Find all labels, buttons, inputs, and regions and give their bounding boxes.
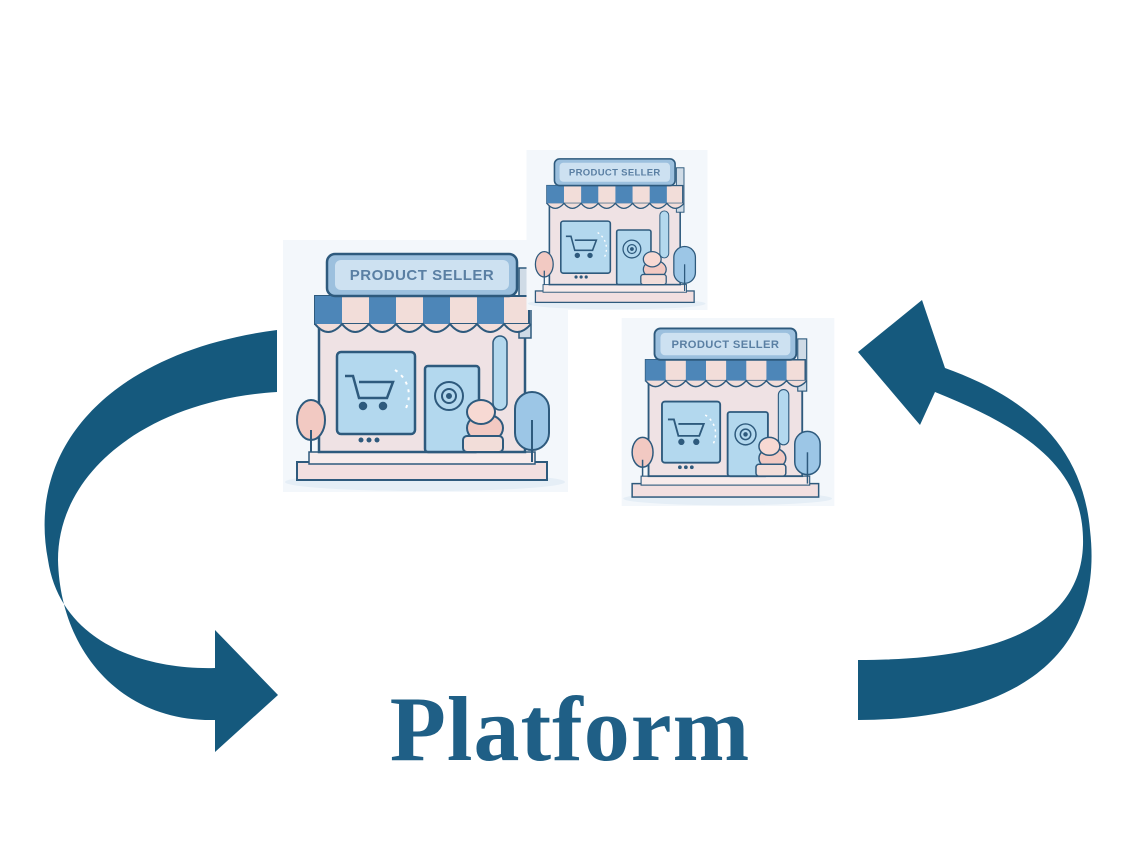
awning: [644, 359, 808, 388]
store-sign-text: PRODUCT SELLER: [350, 267, 495, 284]
product-seller-sign: PRODUCT SELLER: [325, 252, 519, 298]
shopping-cart-icon: [345, 374, 395, 411]
storefront-icon: PRODUCT SELLER: [283, 240, 568, 492]
planter: [631, 430, 821, 484]
awning: [314, 295, 532, 333]
right-curved-arrow: [858, 300, 1092, 720]
storefront-icon: PRODUCT SELLER: [526, 150, 708, 310]
left-curved-arrow: [44, 330, 278, 752]
shopping-cart-icon: [667, 418, 706, 446]
circular-arrow-icon: [734, 423, 757, 446]
platform-label: Platform: [389, 678, 751, 780]
circular-arrow-icon: [622, 239, 642, 259]
store-large: PRODUCT SELLER: [283, 240, 568, 492]
store-small-right: PRODUCT SELLER: [618, 318, 838, 506]
product-seller-sign: PRODUCT SELLER: [553, 158, 676, 187]
shop-window: [335, 350, 417, 436]
shopping-cart-icon: [565, 235, 598, 259]
shop-window: [560, 220, 612, 274]
store-small-top: PRODUCT SELLER: [522, 150, 712, 310]
circular-arrow-icon: [434, 381, 464, 411]
store-sign-text: PRODUCT SELLER: [671, 339, 779, 351]
storefront-icon: PRODUCT SELLER: [621, 318, 835, 506]
product-seller-sign: PRODUCT SELLER: [653, 327, 798, 361]
planter: [296, 391, 550, 462]
planter: [534, 245, 697, 291]
shop-window: [661, 400, 722, 464]
store-sign-text: PRODUCT SELLER: [569, 167, 661, 178]
